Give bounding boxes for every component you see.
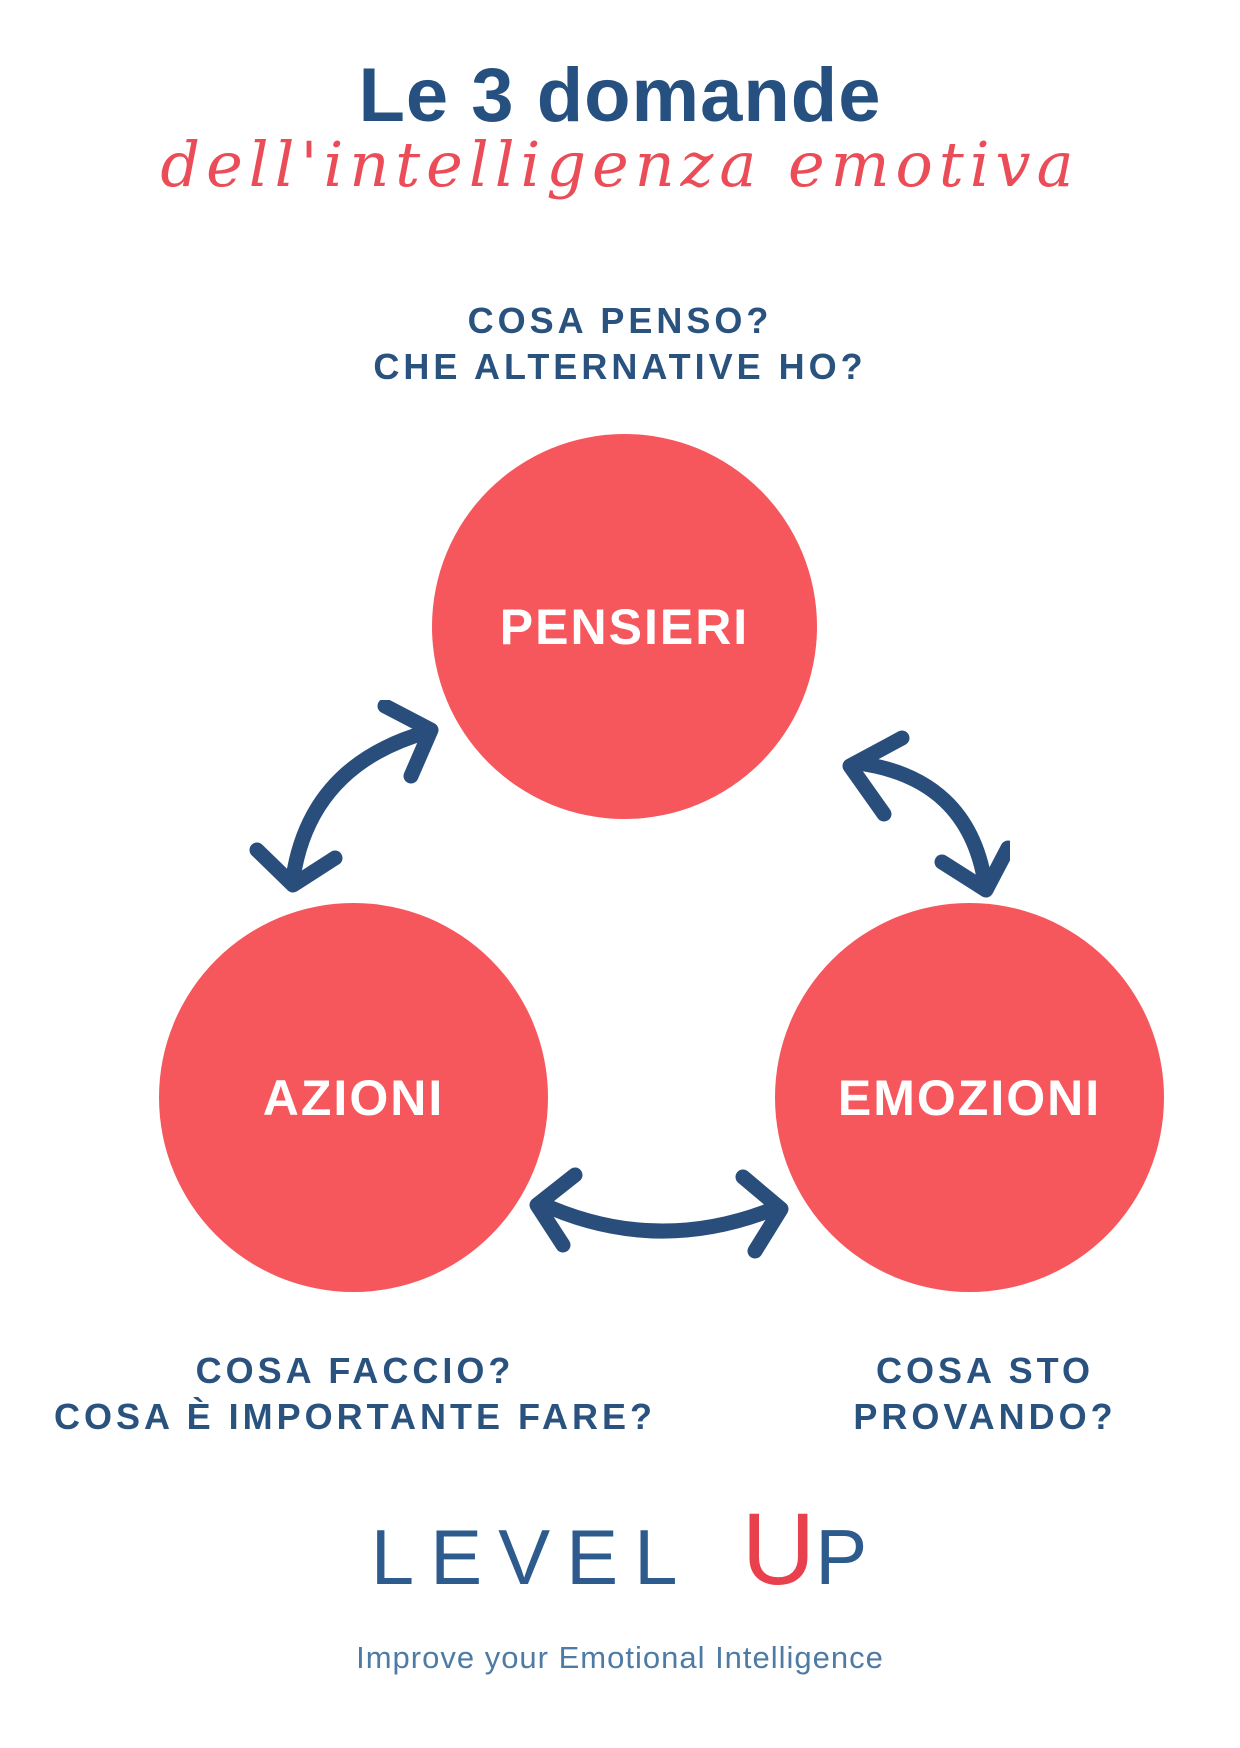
question-emozioni-line2: PROVANDO? (853, 1396, 1117, 1437)
page-subtitle: dell'intelligenza emotiva (160, 128, 1080, 201)
question-pensieri-line1: COSA PENSO? (467, 300, 773, 341)
circle-pensieri: PENSIERI (432, 434, 817, 819)
question-azioni: COSA FACCIO? COSA È IMPORTANTE FARE? (25, 1348, 685, 1440)
question-emozioni: COSA STO PROVANDO? (735, 1348, 1235, 1440)
question-azioni-line2: COSA È IMPORTANTE FARE? (53, 1396, 656, 1437)
page-title: Le 3 domande (358, 53, 882, 138)
circle-emozioni-label: EMOZIONI (837, 1069, 1102, 1126)
circle-azioni-label: AZIONI (262, 1069, 445, 1126)
logo-tagline: Improve your Emotional Intelligence (356, 1640, 884, 1675)
question-pensieri-line2: CHE ALTERNATIVE HO? (373, 346, 867, 387)
double-arrow-azioni-pensieri-icon (249, 700, 439, 893)
logo-level-text: LEVEL (370, 1513, 694, 1601)
logo-u-letter: U (741, 1492, 816, 1606)
circle-emozioni: EMOZIONI (775, 903, 1164, 1292)
double-arrow-azioni-emozioni-icon (529, 1167, 789, 1259)
question-azioni-line1: COSA FACCIO? (195, 1350, 515, 1391)
double-arrow-pensieri-emozioni-icon (842, 730, 1010, 898)
logo-p-letter: P (815, 1513, 870, 1601)
question-pensieri: COSA PENSO? CHE ALTERNATIVE HO? (0, 298, 1240, 390)
circle-pensieri-label: PENSIERI (499, 598, 750, 655)
question-emozioni-line1: COSA STO (875, 1350, 1095, 1391)
circle-azioni: AZIONI (159, 903, 548, 1292)
